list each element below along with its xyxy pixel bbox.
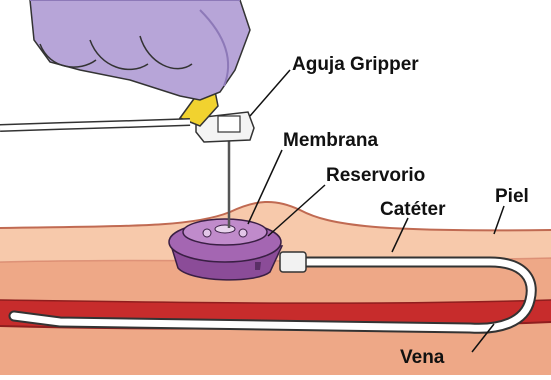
skin-tissue [0, 202, 551, 375]
label-vein: Vena [400, 348, 444, 367]
label-catheter: Catéter [380, 200, 445, 219]
label-reservoir: Reservorio [326, 166, 425, 185]
gloved-hand [30, 0, 250, 100]
label-membrane: Membrana [283, 131, 378, 150]
port-stud-left [203, 229, 211, 237]
port-notch [255, 262, 261, 270]
leader-needle [250, 70, 290, 116]
label-gripper-needle: Aguja Gripper [292, 55, 419, 74]
membrane-septum [215, 225, 235, 233]
extension-tubing-inner [0, 122, 190, 128]
implanted-port [169, 219, 282, 280]
port-stud-right [239, 229, 247, 237]
label-skin: Piel [495, 187, 529, 206]
catheter-connector [280, 252, 306, 272]
gripper-clip [218, 116, 240, 132]
glove-palm [30, 0, 250, 100]
